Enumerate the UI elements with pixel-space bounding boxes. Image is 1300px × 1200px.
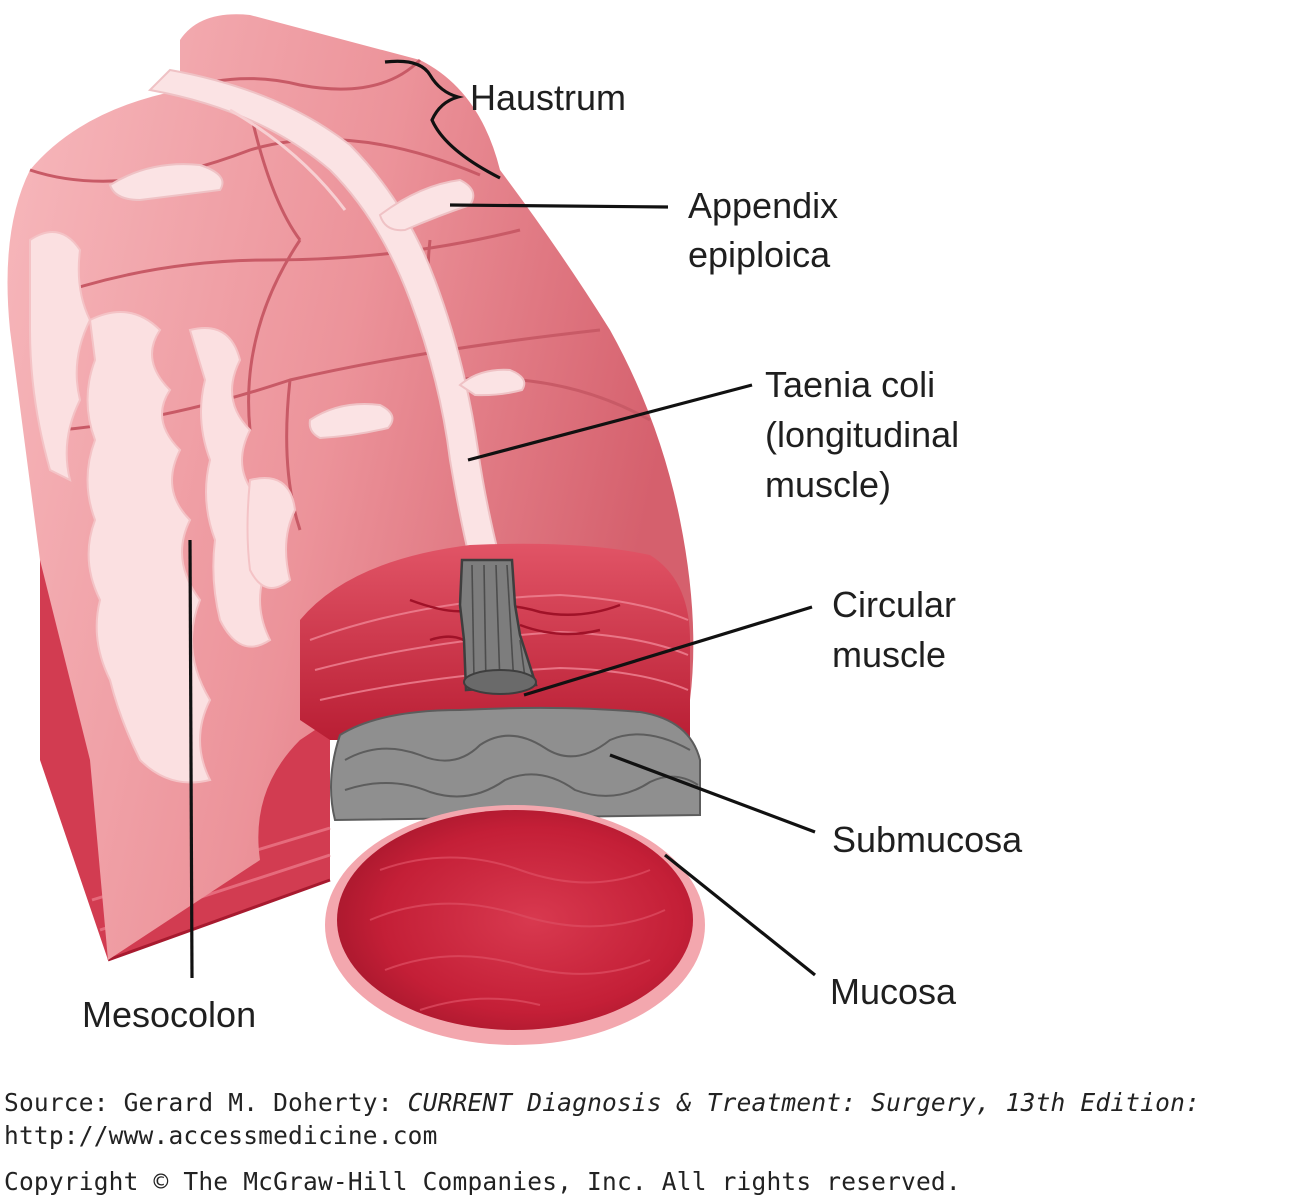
label-circular-line2: muscle — [832, 634, 946, 675]
colon-illustration — [7, 14, 705, 1045]
leader-lines — [188, 59, 816, 979]
appendices-epiploicae — [108, 163, 526, 440]
label-appendix-line1: Appendix — [688, 185, 838, 226]
appendix-leader — [449, 203, 669, 209]
taenia-coli-cut-section — [458, 558, 538, 695]
submucosa-leader — [609, 753, 816, 834]
label-taenia-line1: Taenia coli — [765, 364, 935, 405]
label-submucosa: Submucosa — [832, 819, 1023, 860]
mesocolon-leader — [188, 539, 194, 979]
taenia-leader — [467, 383, 753, 462]
label-mucosa: Mucosa — [830, 971, 957, 1012]
label-appendix-line2: epiploica — [688, 234, 831, 275]
source-caption: Source: Gerard M. Doherty: CURRENT Diagn… — [4, 1088, 1200, 1117]
haustrum-bracket — [384, 59, 501, 180]
colon-anatomy-diagram: Haustrum Appendix epiploica Taenia coli … — [7, 14, 1023, 1045]
label-haustrum: Haustrum — [470, 77, 626, 118]
label-taenia-line3: muscle) — [765, 464, 891, 505]
label-mesocolon: Mesocolon — [82, 994, 256, 1035]
source-title: CURRENT Diagnosis & Treatment: Surgery, … — [407, 1088, 1201, 1117]
submucosa-layer — [330, 706, 701, 822]
labels: Haustrum Appendix epiploica Taenia coli … — [82, 77, 1023, 1035]
mucosa-leader — [664, 853, 816, 977]
copyright-notice: Copyright © The McGraw-Hill Companies, I… — [4, 1167, 961, 1196]
source-url: http://www.accessmedicine.com — [4, 1121, 438, 1150]
source-prefix: Source: Gerard M. Doherty: — [4, 1088, 408, 1117]
mesocolon-fat — [29, 231, 297, 784]
label-circular-line1: Circular — [832, 584, 956, 625]
label-taenia-line2: (longitudinal — [765, 414, 959, 455]
mucosa-layer — [325, 805, 705, 1045]
circular-leader — [523, 605, 813, 697]
